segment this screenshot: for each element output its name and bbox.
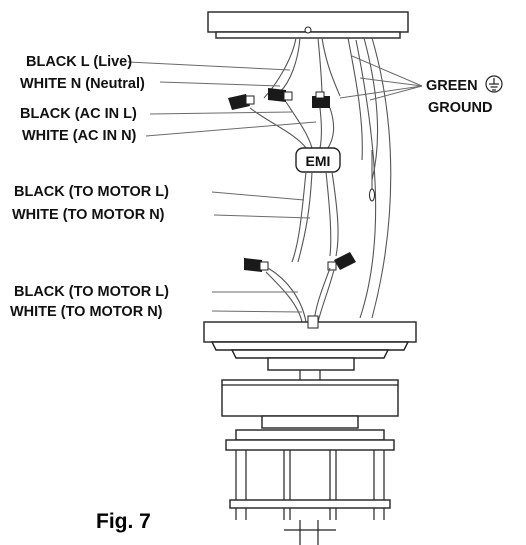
label-black-ac-in: BLACK (AC IN L): [20, 106, 137, 122]
label-ground: GROUND: [428, 100, 492, 116]
wire-nut-connectors-top: [228, 88, 330, 110]
emi-filter-box: EMI: [295, 147, 341, 173]
ac-in-wires: [249, 101, 335, 149]
motor-housing: [203, 315, 417, 380]
label-white-neutral: WHITE N (Neutral): [20, 76, 145, 92]
emi-label: EMI: [306, 153, 331, 169]
motor-cage: [225, 429, 395, 545]
label-white-to-motor-1: WHITE (TO MOTOR N): [12, 207, 165, 223]
motor-wires-lower: [265, 267, 335, 323]
figure-caption: Fig. 7: [96, 510, 151, 533]
wire-nut-connectors-bottom: [244, 252, 356, 272]
ceiling-mounting-plate: [207, 11, 409, 39]
fan-body-cylinder: [221, 379, 399, 429]
ground-symbol-icon: [485, 75, 503, 93]
motor-wires-upper: [291, 171, 339, 263]
label-black-live: BLACK L (Live): [26, 54, 132, 70]
label-black-to-motor-2: BLACK (TO MOTOR L): [14, 284, 169, 300]
label-green: GREEN: [426, 78, 478, 94]
label-leader-lines: [127, 55, 423, 313]
label-white-to-motor-2: WHITE (TO MOTOR N): [10, 304, 163, 320]
label-black-to-motor-1: BLACK (TO MOTOR L): [14, 184, 169, 200]
label-white-ac-in: WHITE (AC IN N): [22, 128, 137, 144]
ground-lug: [369, 150, 375, 202]
